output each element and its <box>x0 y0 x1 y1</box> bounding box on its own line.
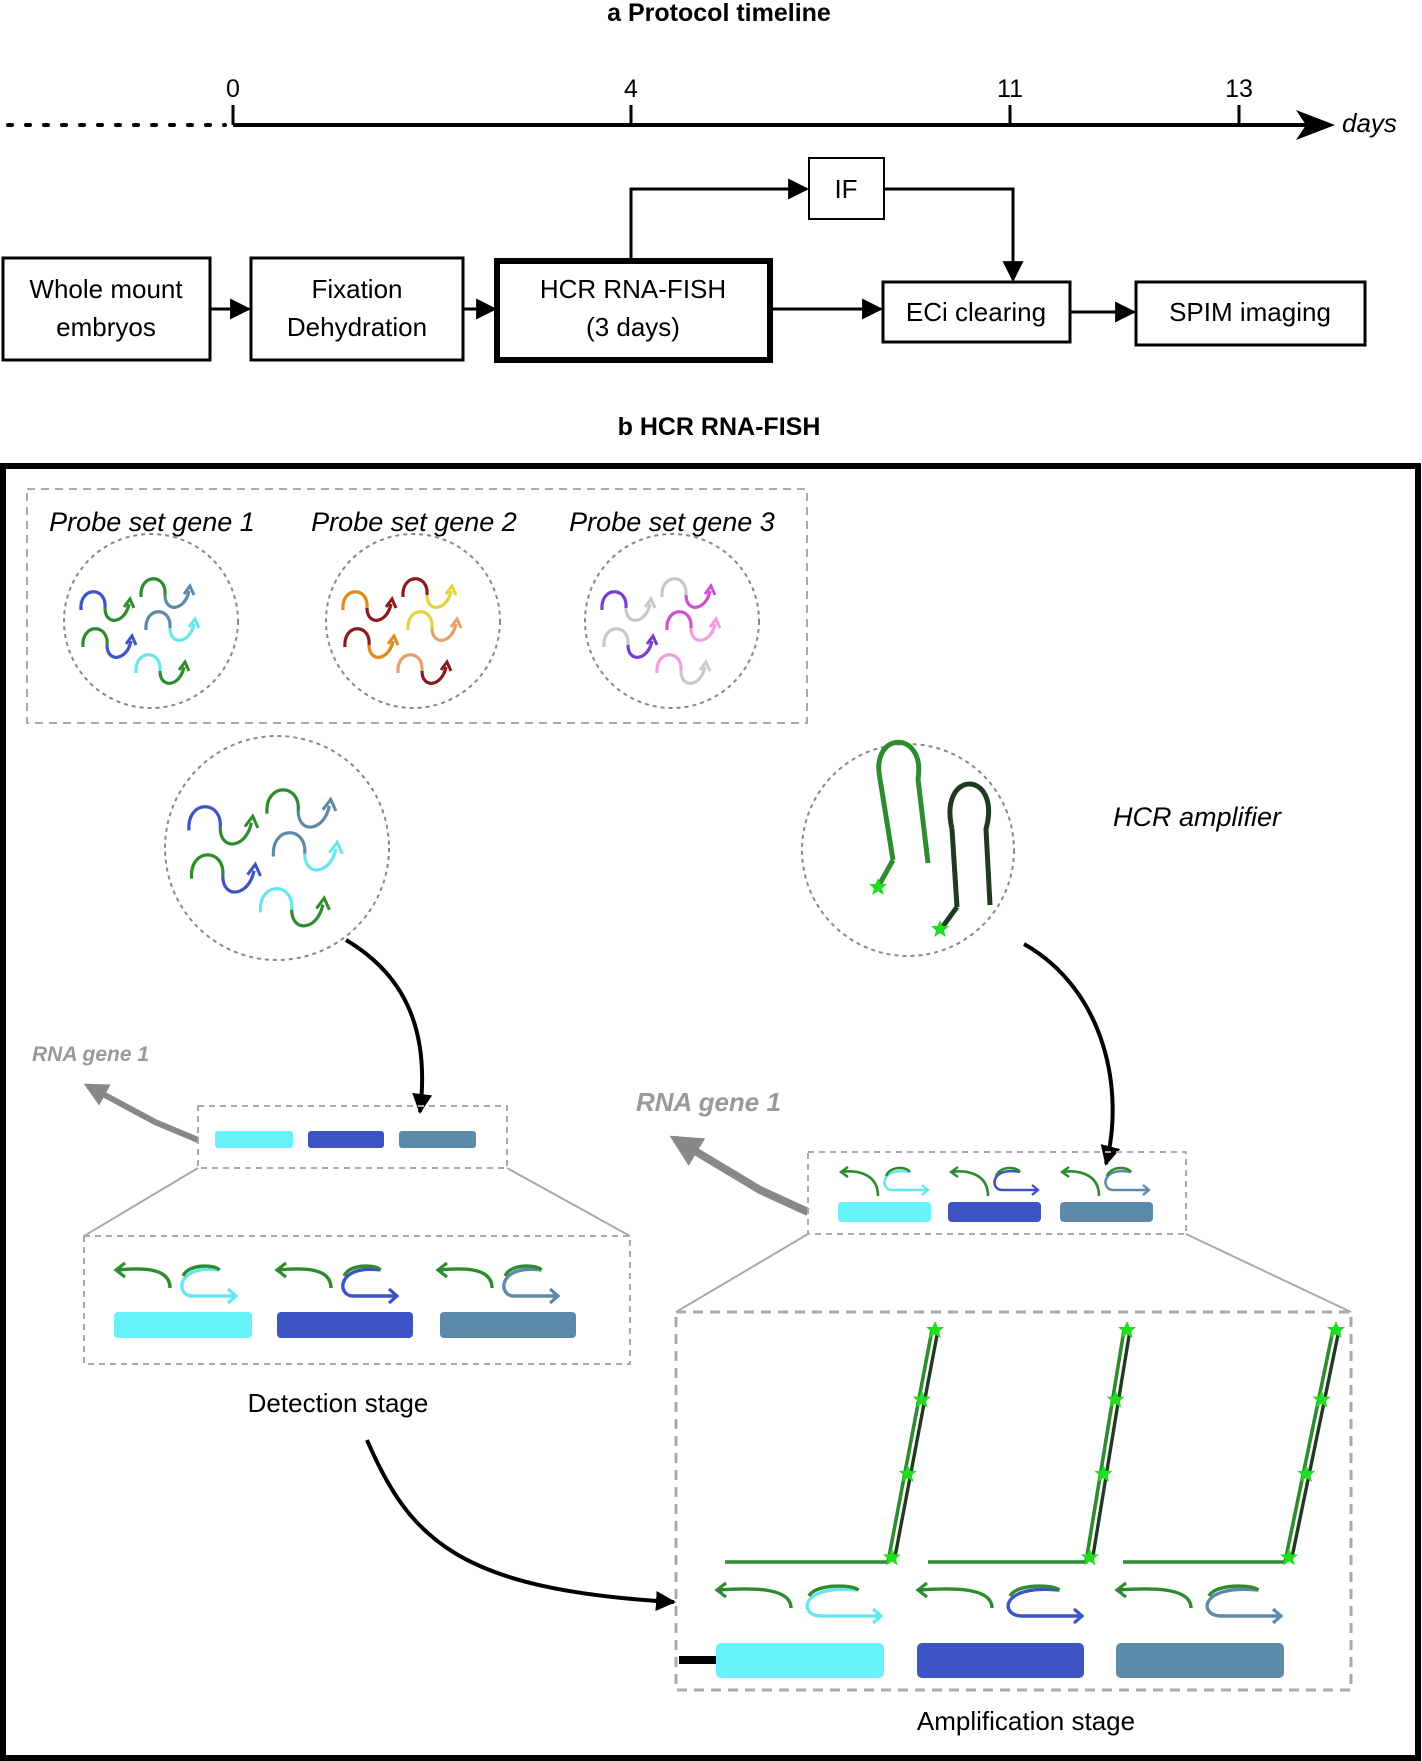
amplification-zoom-lines <box>675 1233 1352 1313</box>
panel-a-title: a Protocol timeline <box>607 0 831 27</box>
branch-box-if: IF <box>808 157 885 220</box>
timeline-axis <box>6 105 1335 140</box>
amplification-zoom-box <box>674 1310 1353 1692</box>
svg-text:IF: IF <box>834 174 857 204</box>
probe-set-3-circle <box>584 533 760 709</box>
step-box-fixation: Fixation Dehydration <box>249 256 465 362</box>
detection-zoom-source-box <box>197 1105 508 1169</box>
detection-zoom-lines <box>83 1167 631 1237</box>
probe-set-2-circle <box>325 533 501 709</box>
rna-strand-right <box>669 1135 1290 1222</box>
probe-set-3-probes <box>600 577 722 685</box>
svg-text:HCR RNA-FISH: HCR RNA-FISH <box>540 274 726 304</box>
probe-set-2-label: Probe set gene 2 <box>311 507 517 537</box>
amplification-rna-strand <box>679 1643 1340 1678</box>
probe-set-1-probes <box>79 577 201 685</box>
timeline-flow-arrows <box>210 178 1137 323</box>
svg-text:Fixation: Fixation <box>311 274 402 304</box>
detection-rna-strand <box>84 1312 630 1338</box>
probe-set-1-label: Probe set gene 1 <box>49 507 255 537</box>
svg-text:Dehydration: Dehydration <box>287 312 427 342</box>
tick-label-0: 0 <box>226 75 240 103</box>
amplification-stage-label: Amplification stage <box>917 1706 1135 1736</box>
amplifier-circle <box>801 743 1015 957</box>
svg-text:ECi clearing: ECi clearing <box>906 297 1046 327</box>
svg-text:embryos: embryos <box>56 312 156 342</box>
probe-set-3-label: Probe set gene 3 <box>569 507 775 537</box>
hcr-amplifier-hairpins <box>875 739 993 931</box>
amplifier-label: HCR amplifier <box>1113 802 1282 832</box>
amplification-polymers <box>725 1321 1345 1566</box>
fluorophore-star-icon <box>869 878 949 937</box>
detection-bound-probes <box>113 1261 561 1305</box>
svg-text:(3 days): (3 days) <box>586 312 680 342</box>
rna-strand-left <box>83 1083 510 1148</box>
step-box-whole-mount: Whole mount embryos <box>1 256 212 362</box>
step-box-eci-clearing: ECi clearing <box>881 280 1072 344</box>
detection-stage-label: Detection stage <box>248 1388 429 1418</box>
probe-sets-box <box>26 488 808 724</box>
selected-probe-circle <box>164 735 390 961</box>
tick-label-13: 13 <box>1225 75 1253 103</box>
rna-label-right: RNA gene 1 <box>636 1087 781 1117</box>
panel-b-frame <box>0 463 1421 1761</box>
panel-b-title: b HCR RNA-FISH <box>618 413 821 441</box>
step-box-hcr-rna-fish: HCR RNA-FISH (3 days) <box>494 258 773 363</box>
amplification-bound-probes <box>714 1581 1284 1625</box>
svg-text:Whole mount: Whole mount <box>29 274 183 304</box>
amplification-zoom-source-box <box>807 1151 1187 1235</box>
svg-text:SPIM imaging: SPIM imaging <box>1169 297 1331 327</box>
tick-label-4: 4 <box>624 75 638 103</box>
axis-unit-label: days <box>1342 108 1397 138</box>
amplification-small-probes <box>838 1166 1151 1197</box>
rna-label-left: RNA gene 1 <box>32 1043 149 1066</box>
tick-label-11: 11 <box>997 75 1023 103</box>
process-flow-arrows <box>344 938 1121 1611</box>
detection-zoom-box <box>83 1235 631 1365</box>
probe-set-1-circle <box>63 533 239 709</box>
step-box-spim-imaging: SPIM imaging <box>1134 280 1367 347</box>
selected-probe-set-probes <box>187 788 344 928</box>
probe-set-2-probes <box>341 577 463 685</box>
